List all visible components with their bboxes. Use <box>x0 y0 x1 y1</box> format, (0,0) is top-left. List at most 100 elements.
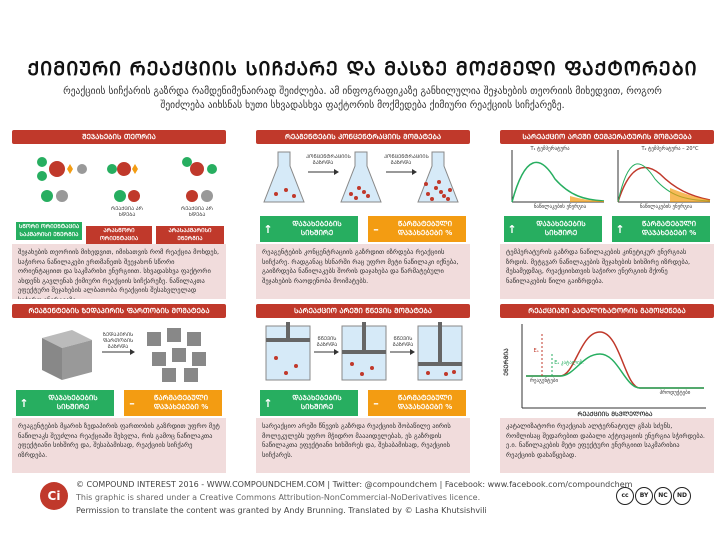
badge-label: ᲬᲐᲠᲛᲐᲢᲔᲑᲣᲚᲘ ᲓᲐᲯᲐᲮᲔᲑᲔᲑᲘ % <box>641 220 697 237</box>
panel-title: ᲨᲔᲯᲐᲮᲔᲑᲘᲡ ᲗᲔᲝᲠᲘᲐ <box>12 130 226 144</box>
x-axis-label: ნაწილაკების ენერგია <box>533 204 587 210</box>
panel-title: ᲠᲔᲐᲥᲪᲘᲐᲨᲘ ᲙᲐᲢᲐᲚᲘᲖᲐᲢᲝᲠᲘᲡ ᲒᲐᲛᲝᲧᲔᲜᲔᲑᲐ <box>500 304 714 318</box>
badge-label: ᲓᲐᲯᲐᲮᲔᲑᲔᲑᲘᲡ ᲡᲘᲮᲨᲘᲠᲔ <box>48 394 98 411</box>
panel-surface-area: ᲠᲔᲐᲒᲔᲜᲢᲔᲑᲘᲡ ᲖᲔᲓᲐᲞᲘᲠᲘᲡ ᲤᲐᲠᲗᲝᲑᲘᲡ ᲛᲝᲛᲐᲢᲔᲑᲐ … <box>12 304 226 473</box>
flask-2 <box>340 151 382 203</box>
by-icon: BY <box>635 487 653 505</box>
tag-wrong-orientation: ᲐᲠᲐᲡᲬᲝᲠᲘ ᲝᲠᲘᲔᲜᲢᲐᲪᲘᲐ <box>86 226 152 244</box>
dash-icon: – <box>129 396 135 410</box>
panel-text: რეაგენტების კონცენტრაციის გაზრდით იზრდებ… <box>256 244 470 299</box>
catalysed-path <box>526 353 704 389</box>
cc-icon: cc <box>616 487 634 505</box>
badge-label: ᲬᲐᲠᲛᲐᲢᲔᲑᲣᲚᲘ ᲓᲐᲯᲐᲮᲔᲑᲔᲑᲘ % <box>153 394 209 411</box>
curve-chart-1 <box>511 150 605 203</box>
arrow-label-1: ᲙᲝᲜᲪᲔᲜᲢᲠᲐᲪᲘᲘᲡ ᲒᲐᲖᲠᲓᲐ <box>306 154 351 166</box>
badge-successful-collisions: ↑ ᲬᲐᲠᲛᲐᲢᲔᲑᲣᲚᲘ ᲓᲐᲯᲐᲮᲔᲑᲔᲑᲘ % <box>612 216 710 242</box>
large-cube <box>42 330 92 380</box>
panel-text: შეჯახების თეორიის მიხედვით, იმისათვის რო… <box>12 244 226 299</box>
energy-profile-svg <box>521 324 706 409</box>
arrow-label: ᲖᲔᲓᲐᲞᲘᲠᲘᲡ ᲤᲐᲠᲗᲝᲑᲘᲡ ᲒᲐᲖᲠᲓᲐ <box>102 332 134 350</box>
cubes-svg <box>42 328 206 382</box>
panel-text: რეაგენტების მყარის ზედაპირის ფართობის გა… <box>12 418 226 473</box>
curve-label-2: T₂ ტემპერატურა – 20°C <box>641 146 699 152</box>
page-title: ᲥᲘᲛᲘᲣᲠᲘ ᲠᲔᲐᲥᲪᲘᲘᲡ ᲡᲘᲩᲥᲐᲠᲔ ᲓᲐ ᲛᲐᲡᲖᲔ ᲛᲝᲥᲛᲔᲓ… <box>27 58 698 80</box>
up-arrow-icon: ↑ <box>263 396 273 410</box>
panel-text: ტემპერატურის გაზრდა ნაწილაკების კინეტიკუ… <box>500 244 714 299</box>
panel-text: სარეაქციო არეში წნევის გაზრდა რეაქციის შ… <box>256 418 470 473</box>
up-arrow-icon: ↑ <box>507 222 517 236</box>
footer-translation: Permission to translate the content was … <box>76 506 487 515</box>
compound-interest-logo: Ci <box>40 482 68 510</box>
dash-icon: – <box>373 396 379 410</box>
arrow-label-2: ᲙᲝᲜᲪᲔᲜᲢᲠᲐᲪᲘᲘᲡ ᲒᲐᲖᲠᲓᲐ <box>384 154 429 166</box>
page-subtitle: რეაქციის სიჩქარის გაზრდა რამდენიმენაირად… <box>63 86 662 111</box>
panel-temperature: ᲡᲐᲠᲔᲐᲥᲪᲘᲝ ᲐᲠᲔᲨᲘ ᲢᲔᲛᲞᲔᲠᲐᲢᲣᲠᲘᲡ ᲛᲝᲛᲐᲢᲔᲑᲐ T₁… <box>500 130 714 299</box>
panel-pressure: ᲡᲐᲠᲔᲐᲥᲪᲘᲝ ᲐᲠᲔᲨᲘ ᲬᲜᲔᲕᲘᲡ ᲛᲝᲛᲐᲢᲔᲑᲐ ᲬᲜᲔᲕᲘᲡ Გ… <box>256 304 470 473</box>
collision-diagram: ᲠᲔᲐᲥᲪᲘᲐ ᲐᲠ ᲮᲓᲔᲑᲐ ᲠᲔᲐᲥᲪᲘᲐ ᲐᲠ ᲮᲓᲔᲑᲐ ᲡᲬᲝᲠᲘ … <box>12 144 226 244</box>
badge-collision-frequency: ↑ ᲓᲐᲯᲐᲮᲔᲑᲔᲑᲘᲡ ᲡᲘᲮᲨᲘᲠᲔ <box>16 390 114 416</box>
flask-1 <box>263 151 305 203</box>
badge-successful-collisions: – ᲬᲐᲠᲛᲐᲢᲔᲑᲣᲚᲘ ᲓᲐᲯᲐᲮᲔᲑᲔᲑᲘ % <box>124 390 222 416</box>
flask-3 <box>417 151 459 203</box>
badge-collision-frequency: ↑ ᲓᲐᲯᲐᲮᲔᲑᲔᲑᲘᲡ ᲡᲘᲮᲨᲘᲠᲔ <box>504 216 602 242</box>
badge-label: ᲓᲐᲯᲐᲮᲔᲑᲔᲑᲘᲡ ᲡᲘᲮᲨᲘᲠᲔ <box>292 220 342 237</box>
panel-title: ᲡᲐᲠᲔᲐᲥᲪᲘᲝ ᲐᲠᲔᲨᲘ ᲬᲜᲔᲕᲘᲡ ᲛᲝᲛᲐᲢᲔᲑᲐ <box>256 304 470 318</box>
footer: Ci © COMPOUND INTEREST 2016 - WWW.COMPOU… <box>0 476 725 560</box>
cylinder-3 <box>417 322 463 381</box>
badge-successful-collisions: – ᲬᲐᲠᲛᲐᲢᲔᲑᲣᲚᲘ ᲓᲐᲯᲐᲮᲔᲑᲔᲑᲘ % <box>368 390 466 416</box>
particle-pair-2 <box>107 162 140 202</box>
pistons-svg <box>265 322 463 381</box>
y-axis-label: ᲔᲜᲔᲠᲒᲘᲐ <box>503 348 510 376</box>
cylinder-2 <box>341 322 387 381</box>
arrow-label-2: ᲬᲜᲔᲕᲘᲡ ᲒᲐᲖᲠᲓᲐ <box>392 336 414 348</box>
ea-catalysed-label: Eₐ კატალიზ. <box>554 360 584 366</box>
panel-title: ᲠᲔᲐᲒᲔᲜᲢᲔᲑᲘᲡ ᲖᲔᲓᲐᲞᲘᲠᲘᲡ ᲤᲐᲠᲗᲝᲑᲘᲡ ᲛᲝᲛᲐᲢᲔᲑᲐ <box>12 304 226 318</box>
panel-catalyst: ᲠᲔᲐᲥᲪᲘᲐᲨᲘ ᲙᲐᲢᲐᲚᲘᲖᲐᲢᲝᲠᲘᲡ ᲒᲐᲛᲝᲧᲔᲜᲔᲑᲐ ᲔᲜᲔᲠᲒ… <box>500 304 714 473</box>
reactants-label: რეაგენტები <box>529 378 559 384</box>
badge-label: ᲬᲐᲠᲛᲐᲢᲔᲑᲣᲚᲘ ᲓᲐᲯᲐᲮᲔᲑᲔᲑᲘ % <box>397 220 453 237</box>
tag-correct-orientation: ᲡᲬᲝᲠᲘ ᲝᲠᲘᲔᲜᲢᲐᲪᲘᲐ ᲡᲐᲙᲛᲐᲠᲘᲡᲘ ᲔᲜᲔᲠᲒᲘᲐ <box>16 222 82 240</box>
arrow-label-1: ᲬᲜᲔᲕᲘᲡ ᲒᲐᲖᲠᲓᲐ <box>316 336 338 348</box>
nd-icon: ND <box>673 487 691 505</box>
surface-diagram: ᲖᲔᲓᲐᲞᲘᲠᲘᲡ ᲤᲐᲠᲗᲝᲑᲘᲡ ᲒᲐᲖᲠᲓᲐ ↑ ᲓᲐᲯᲐᲮᲔᲑᲔᲑᲘᲡ … <box>12 318 226 418</box>
dash-icon: – <box>373 222 379 236</box>
small-cubes <box>147 328 206 382</box>
badge-collision-frequency: ↑ ᲓᲐᲯᲐᲮᲔᲑᲔᲑᲘᲡ ᲡᲘᲮᲨᲘᲠᲔ <box>260 216 358 242</box>
pressure-diagram: ᲬᲜᲔᲕᲘᲡ ᲒᲐᲖᲠᲓᲐ ᲬᲜᲔᲕᲘᲡ ᲒᲐᲖᲠᲓᲐ ↑ ᲓᲐᲯᲐᲮᲔᲑᲔᲑᲘ… <box>256 318 470 418</box>
uncatalysed-path <box>526 331 704 389</box>
flasks-svg <box>263 151 459 203</box>
panel-title: ᲡᲐᲠᲔᲐᲥᲪᲘᲝ ᲐᲠᲔᲨᲘ ᲢᲔᲛᲞᲔᲠᲐᲢᲣᲠᲘᲡ ᲛᲝᲛᲐᲢᲔᲑᲐ <box>500 130 714 144</box>
x-axis-label: ᲠᲔᲐᲥᲪᲘᲘᲡ ᲛᲡᲕᲚᲔᲚᲝᲑᲐ <box>577 411 653 418</box>
panel-text: კატალიზატორი რეაქციას ალტერნატიულ გზას ს… <box>500 418 714 473</box>
cylinder-1 <box>265 322 311 381</box>
panel-collision-theory: ᲨᲔᲯᲐᲮᲔᲑᲘᲡ ᲗᲔᲝᲠᲘᲐ ᲠᲔᲐᲥᲪᲘᲐ ᲐᲠ ᲮᲓᲔᲑᲐ ᲠᲔᲐᲥ <box>12 130 226 299</box>
badge-successful-collisions: – ᲬᲐᲠᲛᲐᲢᲔᲑᲣᲚᲘ ᲓᲐᲯᲐᲮᲔᲑᲔᲑᲘ % <box>368 216 466 242</box>
tag-insufficient-energy: ᲐᲠᲐᲡᲐᲙᲛᲐᲠᲘᲡᲘ ᲔᲜᲔᲠᲒᲘᲐ <box>156 226 224 244</box>
particle-pair-3 <box>182 157 217 202</box>
catalyst-diagram: ᲔᲜᲔᲠᲒᲘᲐ ᲠᲔᲐᲥᲪᲘᲘᲡ ᲛᲡᲕᲚᲔᲚᲝᲑᲐ Eₐ Eₐ კატალიზ… <box>500 318 714 418</box>
footer-credits: © COMPOUND INTEREST 2016 - WWW.COMPOUNDC… <box>76 480 633 489</box>
collision-svg <box>37 157 217 202</box>
x-axis-label-2: ნაწილაკების ენერგია <box>639 204 693 210</box>
panel-concentration: ᲠᲔᲐᲒᲔᲜᲢᲔᲑᲘᲡ ᲙᲝᲜᲪᲔᲜᲢᲠᲐᲪᲘᲘᲡ ᲛᲝᲛᲐᲢᲔᲑᲐ ᲙᲝᲜᲪᲔ… <box>256 130 470 299</box>
badge-collision-frequency: ↑ ᲓᲐᲯᲐᲮᲔᲑᲔᲑᲘᲡ ᲡᲘᲮᲨᲘᲠᲔ <box>260 390 358 416</box>
label-no-reaction-2: ᲠᲔᲐᲥᲪᲘᲐ ᲐᲠ ᲮᲓᲔᲑᲐ <box>181 206 213 218</box>
footer-licence: This graphic is shared under a Creative … <box>76 493 481 502</box>
ea-label: Eₐ <box>533 348 539 354</box>
up-arrow-icon: ↑ <box>19 396 29 410</box>
panel-title: ᲠᲔᲐᲒᲔᲜᲢᲔᲑᲘᲡ ᲙᲝᲜᲪᲔᲜᲢᲠᲐᲪᲘᲘᲡ ᲛᲝᲛᲐᲢᲔᲑᲐ <box>256 130 470 144</box>
curve-chart-2 <box>617 150 711 203</box>
badge-label: ᲓᲐᲯᲐᲮᲔᲑᲔᲑᲘᲡ ᲡᲘᲮᲨᲘᲠᲔ <box>536 220 586 237</box>
badge-label: ᲬᲐᲠᲛᲐᲢᲔᲑᲣᲚᲘ ᲓᲐᲯᲐᲮᲔᲑᲔᲑᲘ % <box>397 394 453 411</box>
products-label: პროდუქტები <box>659 390 691 396</box>
particle-pair-1 <box>37 157 87 202</box>
label-no-reaction-1: ᲠᲔᲐᲥᲪᲘᲐ ᲐᲠ ᲮᲓᲔᲑᲐ <box>111 206 143 218</box>
curve-label-1: T₁ ტემპერატურა <box>530 146 570 152</box>
badge-label: ᲓᲐᲯᲐᲮᲔᲑᲔᲑᲘᲡ ᲡᲘᲮᲨᲘᲠᲔ <box>292 394 342 411</box>
temperature-diagram: T₁ ტემპერატურა T₂ ტემპერატურა – 20°C ნაწ… <box>500 144 714 244</box>
up-arrow-icon: ↑ <box>263 222 273 236</box>
up-arrow-icon: ↑ <box>615 222 625 236</box>
distribution-svg <box>511 150 711 203</box>
concentration-diagram: ᲙᲝᲜᲪᲔᲜᲢᲠᲐᲪᲘᲘᲡ ᲒᲐᲖᲠᲓᲐ ᲙᲝᲜᲪᲔᲜᲢᲠᲐᲪᲘᲘᲡ ᲒᲐᲖᲠᲓ… <box>256 144 470 244</box>
